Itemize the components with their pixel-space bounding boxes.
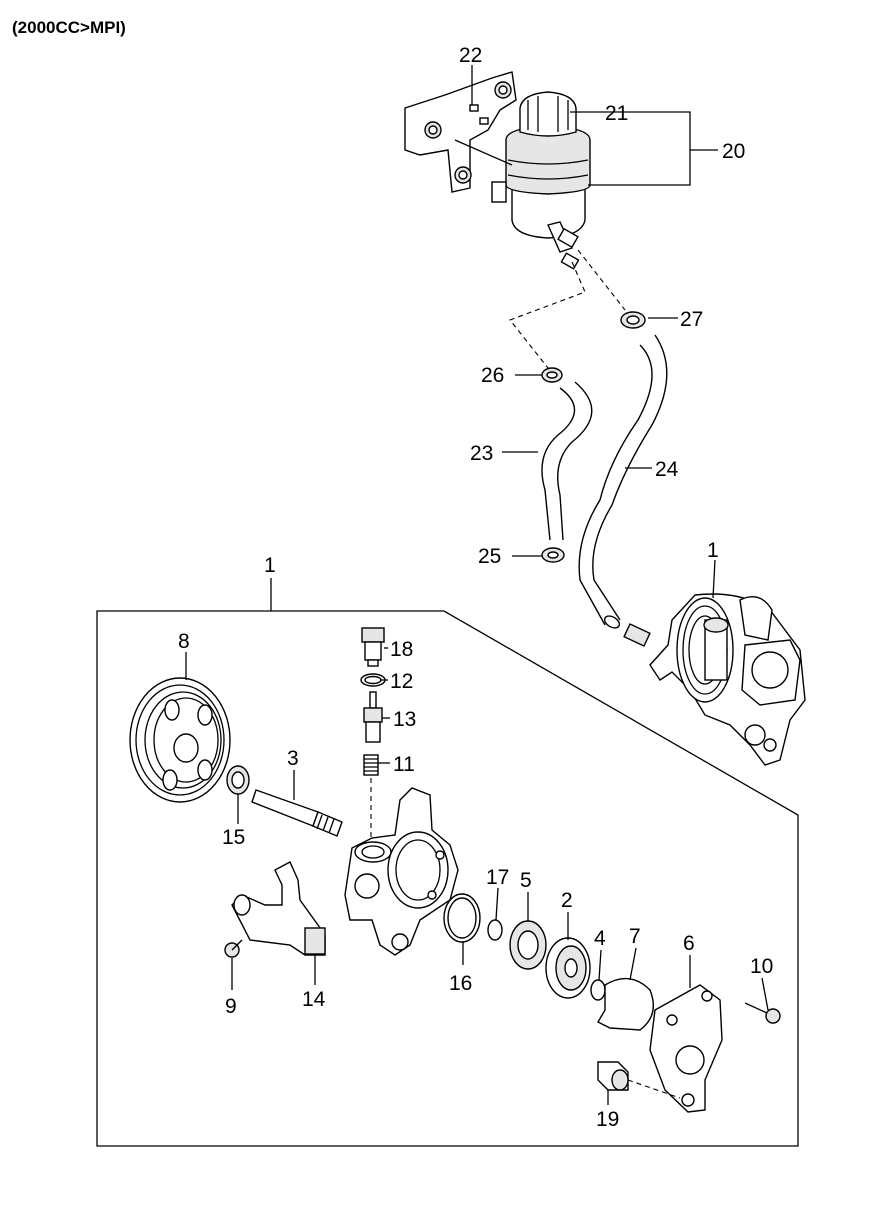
gasket bbox=[597, 977, 654, 1031]
callout-19: 19 bbox=[596, 1108, 619, 1131]
callout-10: 10 bbox=[750, 955, 773, 978]
callout-3: 3 bbox=[287, 747, 299, 770]
callout-24: 24 bbox=[655, 458, 679, 481]
leader-lines bbox=[185, 65, 769, 1105]
o-ring-12 bbox=[360, 673, 386, 687]
clamp-26 bbox=[541, 367, 563, 383]
callout-12: 12 bbox=[390, 670, 413, 693]
oil-seal bbox=[226, 765, 250, 795]
callout-20: 20 bbox=[722, 140, 745, 163]
o-ring-4 bbox=[590, 979, 606, 1001]
callout-1-top: 1 bbox=[264, 554, 276, 577]
shaft bbox=[251, 789, 343, 837]
callout-7: 7 bbox=[629, 925, 641, 948]
clamp-pump-outlet bbox=[623, 623, 651, 647]
o-ring-17 bbox=[487, 919, 503, 941]
callout-4: 4 bbox=[594, 927, 606, 950]
callout-22: 22 bbox=[459, 44, 482, 67]
reservoir-bracket bbox=[404, 71, 517, 193]
routing-line bbox=[577, 249, 626, 311]
callout-1-right: 1 bbox=[707, 539, 719, 562]
pipe-bracket bbox=[231, 861, 326, 956]
flow-control-valve bbox=[363, 691, 383, 743]
callout-25: 25 bbox=[478, 545, 501, 568]
callout-21: 21 bbox=[605, 102, 628, 125]
exploded-view-frame bbox=[96, 610, 799, 1147]
pulley bbox=[129, 677, 231, 803]
callout-18: 18 bbox=[390, 638, 413, 661]
bolt-10 bbox=[744, 1002, 781, 1024]
pump-body bbox=[344, 787, 459, 956]
o-ring-16-inner bbox=[447, 897, 477, 939]
spring bbox=[363, 754, 379, 776]
pressure-hose bbox=[578, 334, 668, 629]
suction-hose bbox=[541, 381, 593, 541]
callout-2: 2 bbox=[561, 889, 573, 912]
callout-15: 15 bbox=[222, 826, 245, 849]
routing-line bbox=[509, 261, 586, 369]
callout-6: 6 bbox=[683, 932, 695, 955]
callout-23: 23 bbox=[470, 442, 493, 465]
pump-assembly bbox=[649, 593, 806, 766]
reservoir-tank bbox=[454, 91, 591, 270]
callout-labels: 22 21 20 27 26 23 24 25 1 1 8 18 12 13 1… bbox=[178, 44, 773, 1131]
clamp-25 bbox=[541, 547, 565, 563]
callout-8: 8 bbox=[178, 630, 190, 653]
callout-17: 17 bbox=[486, 866, 509, 889]
callout-13: 13 bbox=[393, 708, 416, 731]
bolt-9 bbox=[224, 939, 243, 958]
bushing bbox=[597, 1061, 629, 1091]
side-plate bbox=[509, 920, 547, 970]
callout-9: 9 bbox=[225, 995, 237, 1018]
callout-11: 11 bbox=[393, 753, 415, 776]
callout-14: 14 bbox=[302, 988, 326, 1011]
callout-27: 27 bbox=[680, 308, 703, 331]
connector-fitting bbox=[361, 627, 385, 667]
cam-ring-rotor bbox=[545, 937, 591, 999]
callout-5: 5 bbox=[520, 869, 532, 892]
bushing-axis-line bbox=[627, 1079, 681, 1099]
diagram-title: (2000CC>MPI) bbox=[12, 18, 126, 37]
clamp-27 bbox=[620, 311, 646, 329]
rear-cover bbox=[649, 984, 723, 1113]
callout-16: 16 bbox=[449, 972, 472, 995]
callout-26: 26 bbox=[481, 364, 504, 387]
